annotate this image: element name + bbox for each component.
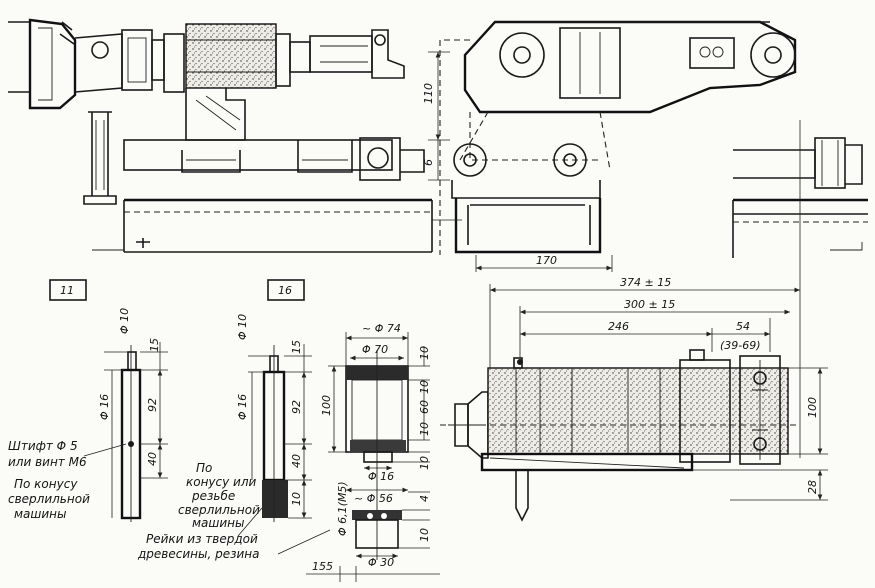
pin-a-phi10: Φ 10 bbox=[118, 308, 131, 334]
hub-dim-10-bot: 10 bbox=[418, 456, 431, 470]
machine-side-view bbox=[8, 18, 433, 253]
hub-dim-10-s: 10 bbox=[418, 528, 431, 542]
note-rails: Рейки из твердой древесины, резина bbox=[137, 532, 262, 561]
pin-b-92: 92 bbox=[290, 400, 303, 414]
note-pin-a: Штифт Φ 5 или винт М6 bbox=[8, 439, 87, 469]
pin-a-drawing: Φ 10 15 Φ 16 92 40 bbox=[98, 308, 168, 522]
pin-b-phi10: Φ 10 bbox=[236, 314, 249, 340]
dim-374: 374 ± 15 bbox=[620, 276, 671, 289]
hub-dim-74: ~ Φ 74 bbox=[362, 322, 401, 335]
hub-dim-phi61: Φ 6,1(M5) bbox=[336, 481, 349, 536]
dim-100-right: 100 bbox=[806, 397, 819, 418]
hub-dim-155: 155 bbox=[312, 560, 333, 573]
pin-b-drawing: Φ 10 15 Φ 16 92 40 10 bbox=[236, 314, 312, 522]
note-cone-b: По конусу или резьбе сверлильной машины bbox=[178, 461, 264, 530]
pin-b-15: 15 bbox=[290, 340, 303, 354]
dim-300: 300 ± 15 bbox=[624, 298, 675, 311]
fig-11-label: 11 bbox=[60, 284, 74, 297]
hub-section-drawing: ~ Φ 74 Φ 70 100 10 10 60 10 10 Φ 16 ~ Φ … bbox=[306, 322, 440, 582]
dim-246: 246 bbox=[608, 320, 629, 333]
drum-assembly-drawing: 374 ± 15 300 ± 15 246 54 (39-69) 100 28 bbox=[440, 276, 828, 522]
leader-rails bbox=[237, 507, 331, 555]
dim-54: 54 bbox=[736, 320, 750, 333]
pin-a-15: 15 bbox=[148, 338, 161, 352]
hub-dim-phi16: Φ 16 bbox=[368, 470, 394, 483]
belt-drive-dimensions: 110 6 170 bbox=[422, 51, 613, 272]
leader-pin-a bbox=[83, 443, 127, 457]
hub-dim-10-low: 10 bbox=[418, 422, 431, 436]
hub-dim-100: 100 bbox=[320, 395, 333, 416]
dim-6: 6 bbox=[422, 159, 435, 166]
hub-dim-70: Φ 70 bbox=[362, 343, 388, 356]
pin-b-phi16: Φ 16 bbox=[236, 394, 249, 420]
fig-16-box bbox=[267, 279, 305, 301]
hub-dim-56: ~ Φ 56 bbox=[354, 492, 393, 505]
pin-a-40: 40 bbox=[146, 452, 159, 466]
hub-dim-60: 60 bbox=[418, 400, 431, 414]
dim-170: 170 bbox=[536, 254, 557, 267]
note-cone-a: По конусу сверлильной машины bbox=[8, 477, 94, 521]
hub-dim-4: 4 bbox=[418, 495, 431, 502]
fig-16-label: 16 bbox=[278, 284, 292, 297]
hub-dim-10-top: 10 bbox=[418, 346, 431, 360]
hub-dim-30: Φ 30 bbox=[368, 556, 394, 569]
dim-28: 28 bbox=[806, 480, 819, 494]
pin-b-40: 40 bbox=[290, 454, 303, 468]
pin-a-phi16: Φ 16 bbox=[98, 394, 111, 420]
dim-110: 110 bbox=[422, 83, 435, 104]
hub-dim-10-mid: 10 bbox=[418, 380, 431, 394]
pin-b-10: 10 bbox=[290, 492, 303, 506]
pin-a-92: 92 bbox=[146, 398, 159, 412]
dim-39-69: (39-69) bbox=[720, 339, 761, 352]
belt-drive-view bbox=[432, 20, 868, 458]
fig-11-box bbox=[49, 279, 87, 301]
